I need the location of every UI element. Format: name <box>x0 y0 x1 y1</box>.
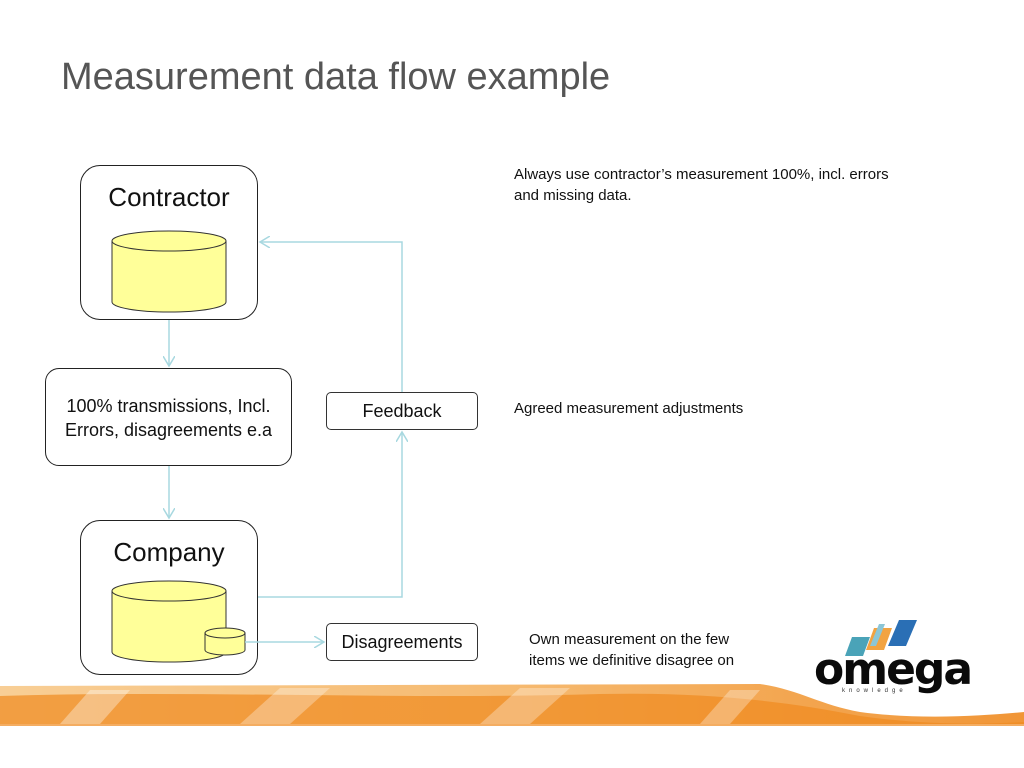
contractor-database-icon <box>111 230 227 313</box>
disagreements-database-icon <box>204 627 246 656</box>
logo-tagline: knowledge <box>842 688 907 694</box>
transmissions-line-1: 100% transmissions, Incl. <box>66 396 271 416</box>
disagreements-note: Own measurement on the few items we defi… <box>529 629 734 671</box>
arrow-company-to-feedback <box>258 432 402 598</box>
transmissions-box: 100% transmissions, Incl. Errors, disagr… <box>45 368 292 466</box>
feedback-note: Agreed measurement adjustments <box>514 400 744 417</box>
contractor-label: Contractor <box>108 182 230 212</box>
page-title: Measurement data flow example <box>61 56 611 98</box>
disagreements-box: Disagreements <box>326 623 478 661</box>
disagreements-note-line-2: items we definitive disagree on <box>529 652 735 669</box>
transmissions-line-2: Errors, disagreements e.a <box>64 420 273 440</box>
company-database-icon <box>111 580 227 663</box>
feedback-box: Feedback <box>326 392 478 430</box>
contractor-note: Always use contractor’s measurement 100%… <box>514 164 889 206</box>
disagreements-label: Disagreements <box>341 631 463 652</box>
feedback-label: Feedback <box>362 400 442 421</box>
disagreements-note-line-1: Own measurement on the few <box>529 631 730 648</box>
contractor-note-line-1: Always use contractor’s measurement 100%… <box>514 166 889 183</box>
contractor-note-line-2: and missing data. <box>514 187 632 204</box>
company-label: Company <box>113 537 225 567</box>
logo-wordmark: omega <box>814 644 973 695</box>
arrow-feedback-to-contractor <box>260 242 403 392</box>
